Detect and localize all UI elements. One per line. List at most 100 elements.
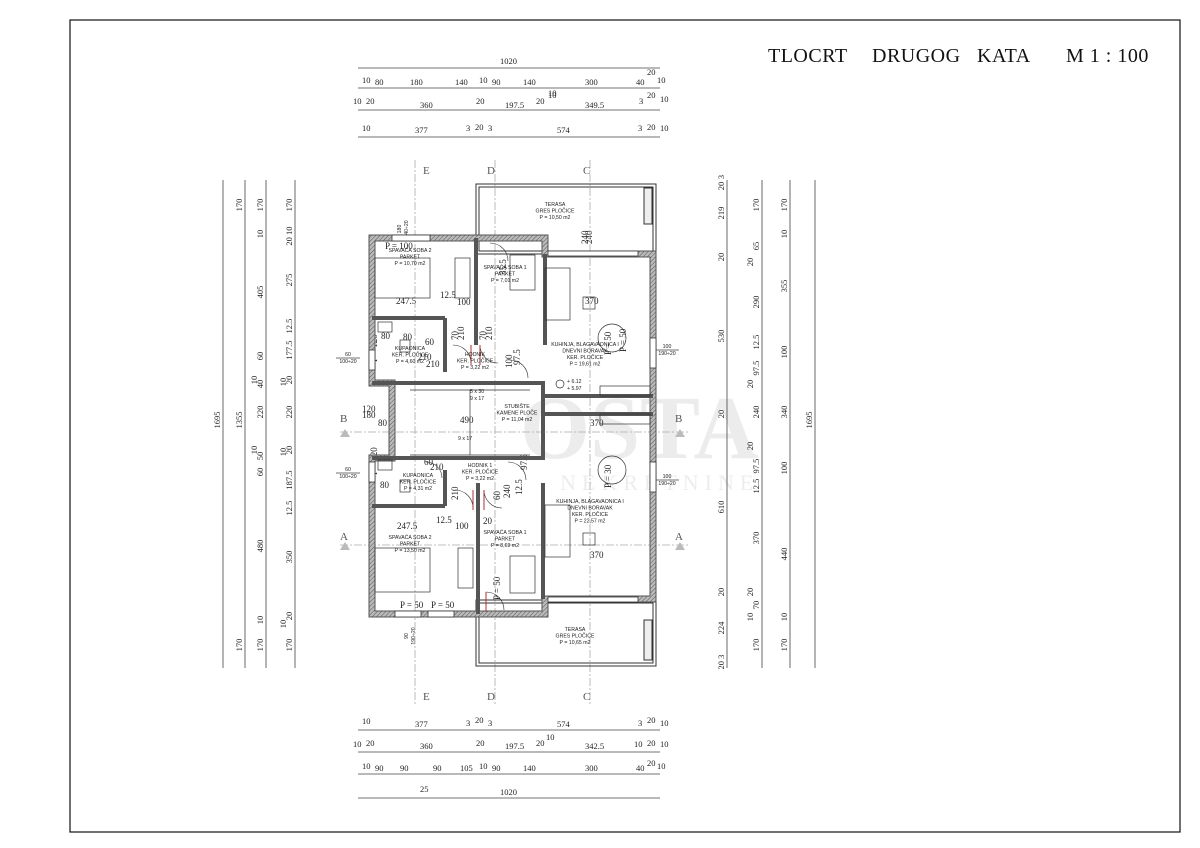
axis-label-d: D: [487, 165, 495, 177]
dimension-label: 20: [284, 446, 294, 455]
interior-dimension-label: 20: [483, 516, 493, 526]
dimension-label: 10: [660, 739, 669, 749]
room-label-line: GRES PLOČICE: [536, 208, 575, 215]
room-label-line: GRES PLOČICE: [556, 633, 595, 640]
kitchen-counter-icon: [599, 413, 651, 425]
room-label-line: KUHINJA, BLAGAVAONICA I: [556, 499, 624, 505]
dimension-label: 530: [716, 330, 726, 343]
dimension-label: 10: [278, 448, 288, 457]
interior-dimension-label: P = 50: [618, 328, 628, 352]
room-label-line: HODNIK: [465, 352, 486, 358]
dimension-label: 10: [362, 123, 371, 133]
dimension-label: 440: [779, 548, 789, 561]
interior-dimension-label: 120: [362, 404, 376, 414]
title-floor: DRUGOG: [872, 45, 961, 67]
window-height-label: 190÷20: [658, 481, 675, 487]
stairs-run: 490: [460, 415, 474, 425]
window-width-label: 100: [663, 474, 672, 480]
interior-dimension-label: 80: [380, 480, 390, 490]
dimension-lines: [222, 67, 816, 799]
interior-dimension-label: 247.5: [397, 521, 418, 531]
dimension-label: 90: [375, 763, 384, 773]
interior-dimension-label: 97.5: [519, 454, 529, 470]
room-label-line: TERASA: [565, 627, 586, 633]
dimension-label: 20: [647, 122, 656, 132]
dimension-label: 65: [751, 242, 761, 251]
dimension-label: 574: [557, 125, 571, 135]
dimension-label: 12.5: [751, 479, 761, 494]
toilet-icon: [399, 339, 411, 353]
dimension-label: 20: [647, 758, 656, 768]
interior-dimension-label: 60: [492, 491, 502, 501]
dimension-label: 220: [284, 406, 294, 419]
dimension-label: 1020: [500, 787, 517, 797]
dimension-label: 290: [751, 296, 761, 309]
dimension-label: 170: [779, 639, 789, 652]
dimension-label: 20: [745, 588, 755, 597]
toilet-icon: [399, 479, 411, 493]
dimension-label: 12.5: [751, 335, 761, 350]
dimension-label: 12.5: [284, 319, 294, 334]
dimension-label: 90: [492, 77, 501, 87]
interior-dimension-label: 12.5: [514, 479, 524, 495]
room-label-line: KER. PLOČICE: [462, 469, 499, 476]
interior-dimension-label: 210: [456, 326, 466, 340]
dimension-label: 360: [420, 741, 433, 751]
interior-dimension-label: 370: [590, 550, 604, 560]
dimension-label: 10: [278, 620, 288, 629]
dimension-label: 20: [745, 258, 755, 267]
interior-dimension-label: 70: [450, 331, 460, 341]
dimension-label: 10: [249, 446, 259, 455]
window-height-label: 190÷20: [411, 627, 417, 644]
section-label-a-right: A: [675, 531, 683, 543]
room-label-line: P = 10,65 m2: [560, 640, 591, 646]
axis-label-e-bottom: E: [423, 691, 430, 703]
dimension-label: 355: [779, 280, 789, 293]
dimension-label: 20: [476, 738, 485, 748]
dimension-label: 275: [284, 274, 294, 287]
bed-icon: [374, 547, 431, 593]
room-label-line: TERASA: [545, 202, 566, 208]
dimension-label: 340: [779, 406, 789, 419]
dimension-label: 140: [455, 77, 468, 87]
dimension-label: 3: [716, 175, 726, 179]
section-label-b-right: B: [675, 413, 682, 425]
window-width-label: 90: [404, 633, 410, 639]
section-label-a-left: A: [340, 531, 348, 543]
interior-dimension-label: P = 50: [400, 600, 424, 610]
dimension-label: 224: [716, 621, 726, 635]
axis-label-e: E: [423, 165, 430, 177]
dimension-label: 1695: [804, 412, 814, 429]
room-label-line: KUPAONICA: [395, 346, 426, 352]
dimension-label: 1355: [234, 412, 244, 429]
interior-dimension-label: 210: [430, 462, 444, 472]
dimension-label: 3: [638, 718, 642, 728]
dimension-label: 10: [255, 616, 265, 625]
dimension-label: 50: [255, 452, 265, 461]
dimension-label: 170: [255, 639, 265, 652]
interior-dimension-label: 97.5: [512, 349, 522, 365]
dimension-label: 20: [366, 96, 375, 106]
room-label-line: P = 7,01 m2: [491, 278, 519, 284]
dimension-label: 20: [536, 96, 545, 106]
svg-text:OSTA: OSTA: [520, 379, 758, 478]
dimension-label: 240: [751, 406, 761, 419]
interior-dimension-label: P = 50: [431, 600, 455, 610]
sink-icon: [377, 459, 393, 471]
dimension-label: 170: [751, 639, 761, 652]
dimension-label: 10: [745, 613, 755, 622]
furniture: [374, 254, 651, 594]
section-marker-icon: [340, 429, 350, 437]
room-label-line: KUHINJA, BLAGAVAONICA I: [551, 342, 619, 348]
dimension-label: 90: [400, 763, 409, 773]
dining-table-icon: [597, 455, 627, 485]
dimension-label: 480: [255, 540, 265, 553]
sheet-frame: [69, 19, 1181, 833]
dimension-label: 3: [488, 718, 492, 728]
dimension-label: 40: [255, 380, 265, 389]
dimension-label: 20: [536, 738, 545, 748]
